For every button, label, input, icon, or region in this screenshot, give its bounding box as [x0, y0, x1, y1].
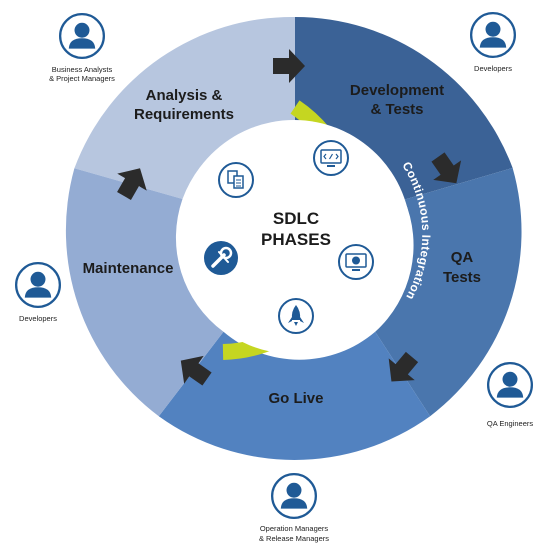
role-label-ba-1: Business Analysts — [52, 65, 113, 74]
wrench-icon — [204, 241, 238, 275]
phase-ring — [65, 16, 522, 460]
person-icon — [271, 473, 317, 519]
arrow-dev-to-qa — [431, 152, 462, 184]
phase-labels: Analysis & Requirements Development & Te… — [83, 82, 481, 407]
phase-label-qa-1: QA — [451, 249, 474, 266]
role-developers-top: Developers — [470, 12, 516, 73]
role-label-qa: QA Engineers — [487, 419, 534, 428]
phase-label-qa-2: Tests — [443, 269, 481, 286]
person-icon — [59, 13, 105, 59]
phase-label-analysis-1: Analysis & — [146, 87, 223, 104]
role-label-dev-top: Developers — [474, 64, 512, 73]
documents-icon — [218, 162, 254, 198]
phase-label-dev-2: & Tests — [370, 101, 423, 118]
phase-label-maintenance: Maintenance — [83, 260, 174, 277]
role-label-ops-2: & Release Managers — [259, 534, 329, 543]
rocket-icon — [278, 298, 314, 334]
person-icon — [470, 12, 516, 58]
segment-golive — [158, 331, 431, 460]
center-title-1: SDLC — [273, 209, 319, 228]
phase-label-golive: Go Live — [268, 390, 323, 407]
arrow-qa-to-golive — [388, 351, 419, 382]
phase-label-dev-1: Development — [350, 82, 444, 99]
segment-qa — [375, 167, 522, 417]
segment-maintenance — [65, 168, 224, 417]
role-developers-left: Developers — [15, 262, 61, 323]
arrow-analysis-to-dev — [273, 49, 305, 83]
phase-label-analysis-2: Requirements — [134, 106, 234, 123]
chart-monitor-icon — [338, 244, 374, 280]
role-qa-engineers: QA Engineers — [487, 362, 534, 428]
arrows — [117, 49, 462, 386]
person-icon — [15, 262, 61, 308]
arrow-golive-to-maintenance — [180, 355, 212, 386]
role-operation-managers: Operation Managers & Release Managers — [259, 473, 329, 543]
code-monitor-icon — [313, 140, 349, 176]
role-business-analysts: Business Analysts & Project Managers — [49, 13, 115, 83]
arrow-maintenance-to-analysis — [117, 168, 147, 200]
role-label-ops-1: Operation Managers — [260, 524, 329, 533]
person-icon — [487, 362, 533, 408]
segment-analysis — [74, 16, 296, 199]
role-label-dev-left: Developers — [19, 314, 57, 323]
segment-development — [295, 16, 513, 200]
center-title-2: PHASES — [261, 230, 331, 249]
role-label-ba-2: & Project Managers — [49, 74, 115, 83]
